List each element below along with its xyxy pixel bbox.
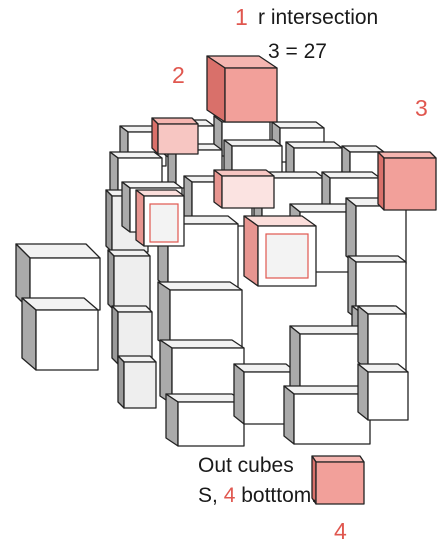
caption-bottom-line-1: Out cubes <box>198 454 294 478</box>
cube-row2-2-top <box>224 140 282 146</box>
cube-right-col-0-top <box>348 256 406 262</box>
highlight-cube-2-front <box>158 124 198 154</box>
cube-row3-3-top <box>322 172 380 178</box>
highlight-top-slab-side <box>214 170 222 208</box>
cube-bottom-4-front <box>368 372 408 420</box>
cube-bottom-3-top <box>284 386 370 394</box>
cube-left-col-0-side <box>106 190 112 252</box>
cube-row2-3-top <box>286 142 342 148</box>
highlight-cube-3-front <box>384 158 436 210</box>
highlight-cube-1-front <box>225 68 277 122</box>
caption-bottom-number: 4 <box>224 484 236 507</box>
caption-top-line-1: r intersection <box>258 6 378 30</box>
cube-front-left-1-top <box>160 340 244 348</box>
caption-bottom-prefix: S, <box>198 484 224 507</box>
cube-row3-0-side <box>122 182 130 232</box>
highlight-cube-3-top <box>378 152 436 158</box>
caption-bottom-suffix: botttom. <box>235 484 317 507</box>
cube-front-left-2-side <box>166 394 178 446</box>
callout-1: 1 <box>235 4 248 31</box>
cube-bottom-2-front <box>368 314 406 370</box>
cube-left-col-1-front <box>114 256 150 310</box>
cube-left-col-1-top <box>108 250 150 256</box>
cube-left-col-3-side <box>118 356 124 408</box>
cube-bottom-4-side <box>358 364 368 420</box>
highlight-outline-center-side <box>244 216 258 286</box>
highlight-top-slab-top <box>214 170 274 176</box>
cube-detached-bottom-front <box>36 310 98 370</box>
cube-front-left-0-top <box>158 282 242 290</box>
cube-front-left-0-front <box>170 290 242 348</box>
callout-3: 3 <box>415 95 428 122</box>
highlight-cube-4-top <box>312 456 364 462</box>
cube-left-col-2-side <box>112 306 118 364</box>
cube-bottom-0-side <box>234 364 244 424</box>
highlight-cube-3-side <box>378 152 384 210</box>
cube-front-top-2-side <box>346 198 356 264</box>
cube-bottom-2-side <box>358 306 368 370</box>
highlight-cube-4-front <box>316 462 364 504</box>
cube-front-top-2-front <box>356 206 406 264</box>
highlight-cube-2-side <box>152 118 158 154</box>
highlight-top-slab-front <box>222 176 274 208</box>
highlight-cube-2-top <box>152 118 198 124</box>
cube-front-left-2-top <box>166 394 244 402</box>
caption-bottom-line-2: S, 4 botttom. <box>198 484 317 508</box>
hollow-inner-left <box>150 204 178 242</box>
cube-bottom-3-side <box>284 386 294 444</box>
highlight-outline-left-side <box>136 190 144 246</box>
cube-left-col-1-side <box>108 250 114 310</box>
callout-2: 2 <box>172 62 185 89</box>
cube-left-col-3-front <box>124 362 156 408</box>
cube-front-left-0-side <box>158 282 170 348</box>
cube-row3-0-top <box>122 182 182 188</box>
callout-4: 4 <box>334 518 347 545</box>
hollow-inner-center <box>266 234 308 278</box>
highlight-cube-1-side <box>207 56 225 122</box>
caption-top-line-2: 3 = 27 <box>268 40 327 64</box>
cube-detached-bottom-side <box>22 298 36 370</box>
